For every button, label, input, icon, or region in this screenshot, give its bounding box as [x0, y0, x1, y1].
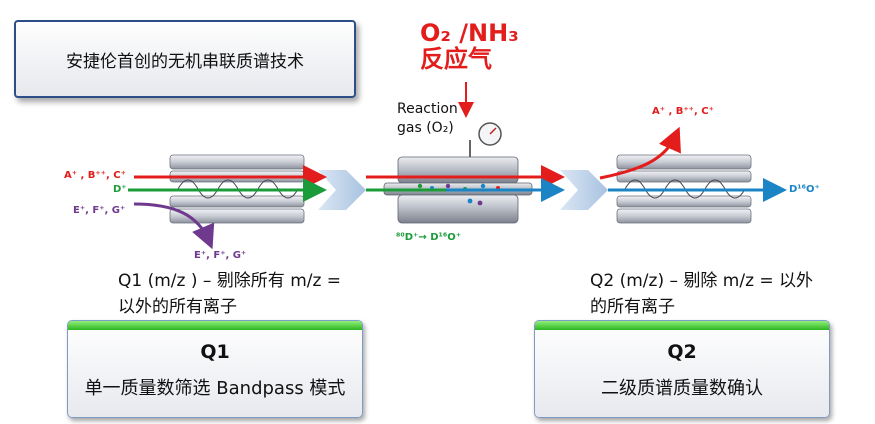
- q1-panel: Q1 单一质量数筛选 Bandpass 模式: [67, 320, 363, 418]
- ion-label-d: D⁺: [113, 184, 127, 195]
- ion-label-abc: A⁺ , B⁺⁺, C⁺: [64, 170, 126, 181]
- gas-label: 反应气: [420, 45, 492, 73]
- reaction-cell: [383, 122, 533, 224]
- ion-label-efg: E⁺, F⁺, G⁺: [73, 205, 126, 216]
- reaction-label-line1: Reaction: [397, 101, 458, 117]
- title-box: 安捷伦首创的无机串联质谱技术: [14, 20, 356, 98]
- q1-desc-line1: Q1 (m/z ) – 剔除所有 m/z =: [118, 271, 342, 291]
- reaction-label-line2: gas (O₂): [397, 120, 454, 136]
- q1-panel-subtitle: 单一质量数筛选 Bandpass 模式: [84, 378, 346, 399]
- q2-panel-title: Q2: [667, 341, 697, 363]
- gas-formula: O₂ /NH₃: [420, 19, 519, 47]
- q2-description: Q2 (m/z) – 剔除 m/z = 以外 的所有离子: [590, 268, 813, 320]
- q2-quadrupole: [616, 154, 752, 224]
- q1-desc-line2: 以外的所有离子: [118, 297, 237, 317]
- ion-label-d16o-out: D¹⁶O⁺: [789, 184, 820, 195]
- chevron-arrow-1: [318, 170, 366, 210]
- q1-description: Q1 (m/z ) – 剔除所有 m/z = 以外的所有离子: [118, 268, 341, 320]
- ion-beam-efg: [133, 202, 215, 250]
- ion-beam-q2-abc-reject: [599, 126, 681, 180]
- q2-desc-line1: Q2 (m/z) – 剔除 m/z = 以外: [590, 271, 814, 291]
- ion-label-abc-out: A⁺ , B⁺⁺, C⁺: [652, 106, 714, 117]
- title-text: 安捷伦首创的无机串联质谱技术: [66, 51, 304, 72]
- chevron-arrow-2: [560, 170, 608, 210]
- q2-panel: Q2 二级质谱质量数确认: [534, 320, 830, 418]
- ion-label-efg-out: E⁺, F⁺, G⁺: [194, 250, 247, 261]
- q1-panel-title: Q1: [200, 341, 230, 363]
- q2-panel-bar: [535, 321, 829, 330]
- q2-panel-subtitle: 二级质谱质量数确认: [601, 378, 763, 399]
- q2-desc-line2: 的所有离子: [590, 297, 675, 317]
- conversion-label: ⁸⁰D⁺→ D¹⁶O⁺: [396, 232, 462, 243]
- q1-panel-bar: [68, 321, 362, 330]
